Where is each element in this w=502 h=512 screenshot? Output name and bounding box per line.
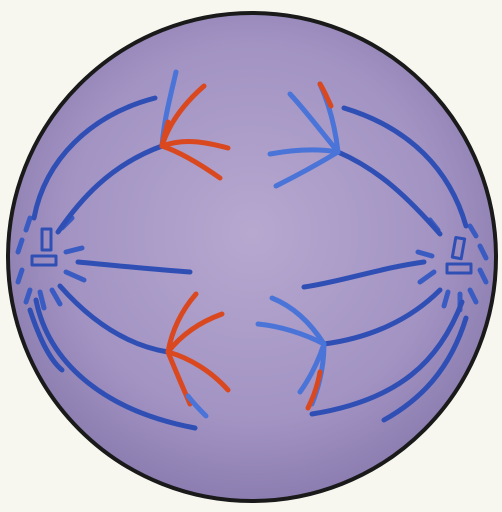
cell-body [8,13,496,501]
